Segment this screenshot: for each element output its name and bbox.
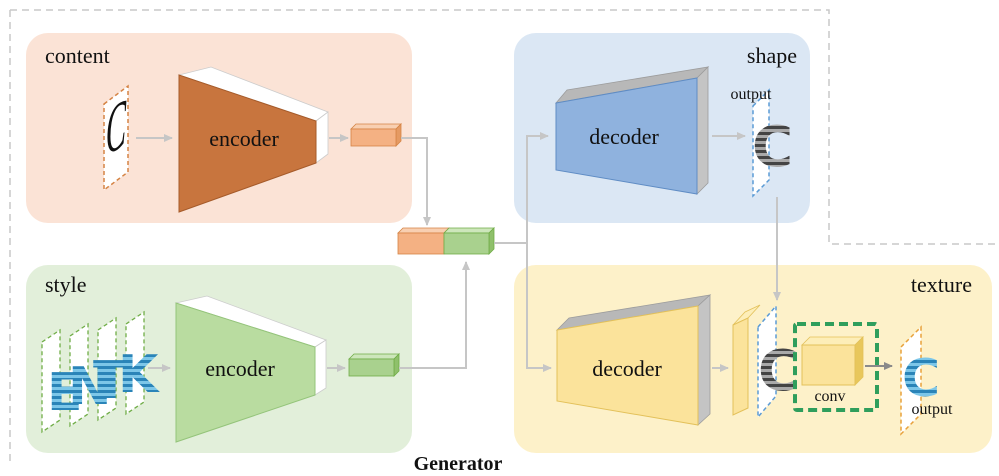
texture-output-label: output (912, 401, 953, 418)
arrow-to-shape-decoder (526, 132, 549, 243)
style-panel-label: style (45, 272, 87, 297)
style-encoder-label: encoder (205, 356, 275, 381)
shape-output-glyph: C (752, 115, 793, 180)
style-latent-code (348, 353, 400, 377)
content-latent-code (350, 123, 402, 147)
diagram-title: Generator (414, 453, 503, 475)
shape-panel-label: shape (747, 43, 797, 68)
style-input-images: E N T K (41, 310, 160, 434)
style-glyph-3: T (93, 351, 129, 411)
shape-decoder: decoder (554, 66, 710, 195)
texture-panel-label: texture (911, 272, 972, 297)
texture-output-image: C (900, 325, 940, 436)
conv-highlight-box (793, 322, 879, 412)
arrow-to-texture-decoder (526, 243, 552, 372)
arrow-style-code-to-combined (399, 261, 470, 369)
texture-shape-glyph: C (758, 339, 799, 404)
combined-latent-code (397, 227, 495, 255)
shape-output-image: C (752, 88, 793, 198)
conv-label: conv (814, 388, 845, 405)
content-encoder-label: encoder (209, 126, 279, 151)
style-encoder: encoder (174, 295, 327, 443)
arrow-content-code-to-combined (401, 137, 431, 226)
content-encoder: encoder (177, 66, 329, 213)
texture-decoder: decoder (555, 294, 712, 426)
style-glyph-4: K (118, 345, 160, 405)
texture-output-glyph: C (902, 349, 940, 409)
conv-block (801, 336, 864, 386)
generator-boundary (10, 9, 997, 245)
texture-decoder-label: decoder (592, 356, 662, 381)
style-glyph-1: E (47, 363, 83, 423)
content-panel-label: content (45, 43, 110, 68)
texture-shape-image: C (757, 303, 799, 420)
svg-text:C: C (106, 84, 127, 171)
content-input-image: C (103, 84, 129, 192)
shape-decoder-label: decoder (589, 124, 659, 149)
style-glyph-2: N (68, 357, 112, 417)
texture-feature-map (732, 304, 761, 416)
shape-output-label: output (731, 86, 772, 103)
